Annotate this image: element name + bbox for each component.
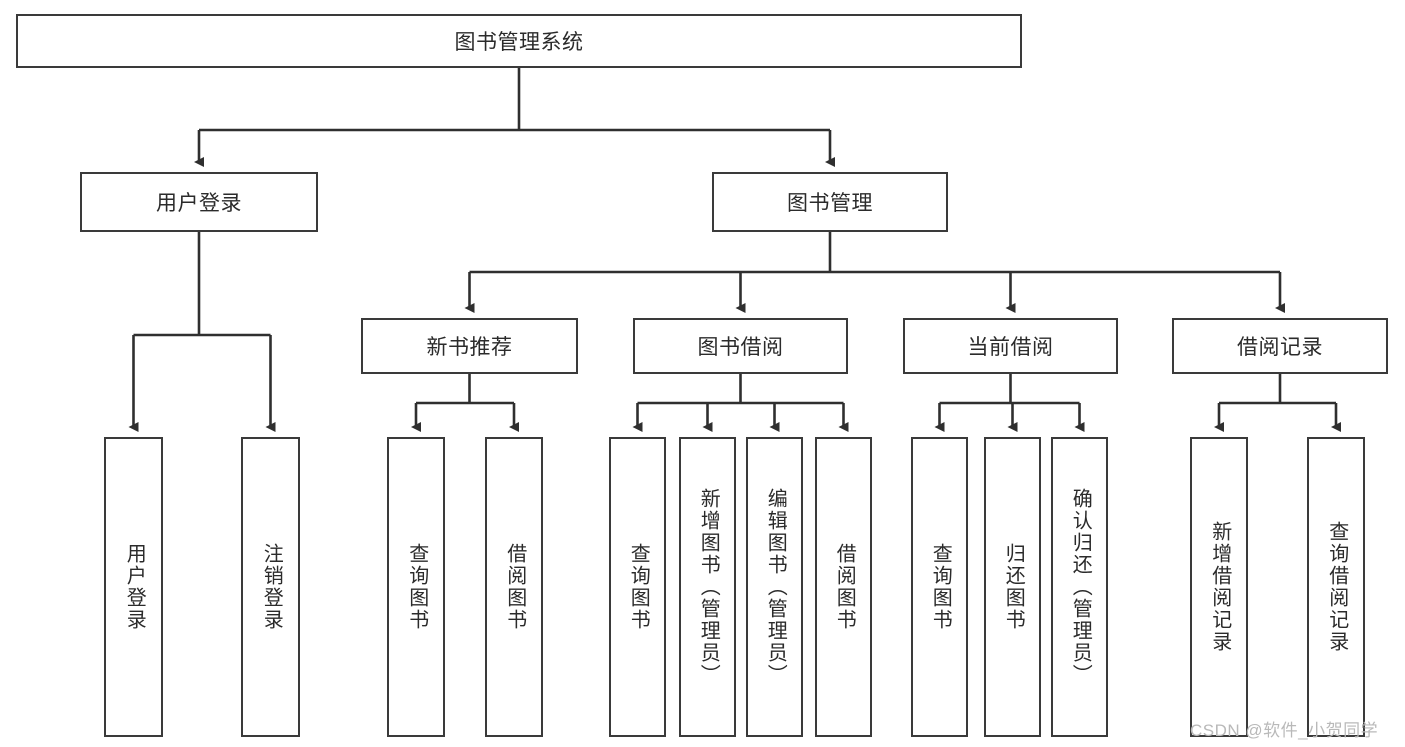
node-borrow-record[interactable]: 借阅记录	[1172, 318, 1388, 374]
node-leaf-confirm-return-admin[interactable]: 确认归还（管理员）	[1051, 437, 1108, 737]
node-root[interactable]: 图书管理系统	[16, 14, 1022, 68]
node-leaf-query-borrow-record[interactable]: 查询借阅记录	[1307, 437, 1365, 737]
node-leaf-add-book-admin[interactable]: 新增图书（管理员）	[679, 437, 736, 737]
node-leaf-return-book[interactable]: 归还图书	[984, 437, 1041, 737]
node-book-manage[interactable]: 图书管理	[712, 172, 948, 232]
node-new-book-recommend[interactable]: 新书推荐	[361, 318, 578, 374]
csdn-watermark: CSDN @软件_小贺同学	[1190, 721, 1379, 740]
node-user-login[interactable]: 用户登录	[80, 172, 318, 232]
node-leaf-borrow-book-2[interactable]: 借阅图书	[815, 437, 872, 737]
node-leaf-borrow-book-1[interactable]: 借阅图书	[485, 437, 543, 737]
node-current-borrow[interactable]: 当前借阅	[903, 318, 1118, 374]
node-leaf-edit-book-admin[interactable]: 编辑图书（管理员）	[746, 437, 803, 737]
node-leaf-user-logout[interactable]: 注销登录	[241, 437, 300, 737]
node-leaf-query-book-2[interactable]: 查询图书	[609, 437, 666, 737]
node-leaf-add-borrow-record[interactable]: 新增借阅记录	[1190, 437, 1248, 737]
node-leaf-user-login[interactable]: 用户登录	[104, 437, 163, 737]
node-leaf-query-book-3[interactable]: 查询图书	[911, 437, 968, 737]
node-leaf-query-book-1[interactable]: 查询图书	[387, 437, 445, 737]
node-book-borrow[interactable]: 图书借阅	[633, 318, 848, 374]
